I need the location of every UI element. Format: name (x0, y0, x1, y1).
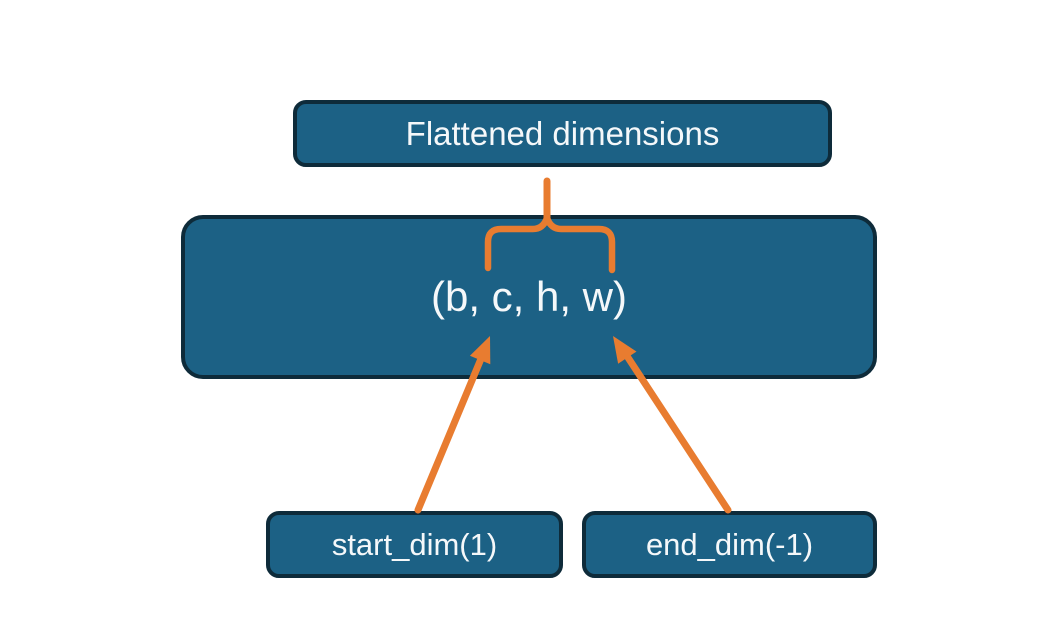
flattened-dimensions-label: Flattened dimensions (405, 114, 720, 152)
tensor-shape-box: (b, c, h, w) (181, 215, 877, 379)
flattened-dimensions-box: Flattened dimensions (293, 100, 832, 167)
tensor-shape-label: (b, c, h, w) (430, 273, 628, 320)
end-dim-label: end_dim(-1) (645, 526, 814, 562)
start-dim-label: start_dim(1) (331, 526, 498, 562)
start-dim-box: start_dim(1) (266, 511, 563, 578)
end-dim-box: end_dim(-1) (582, 511, 877, 578)
